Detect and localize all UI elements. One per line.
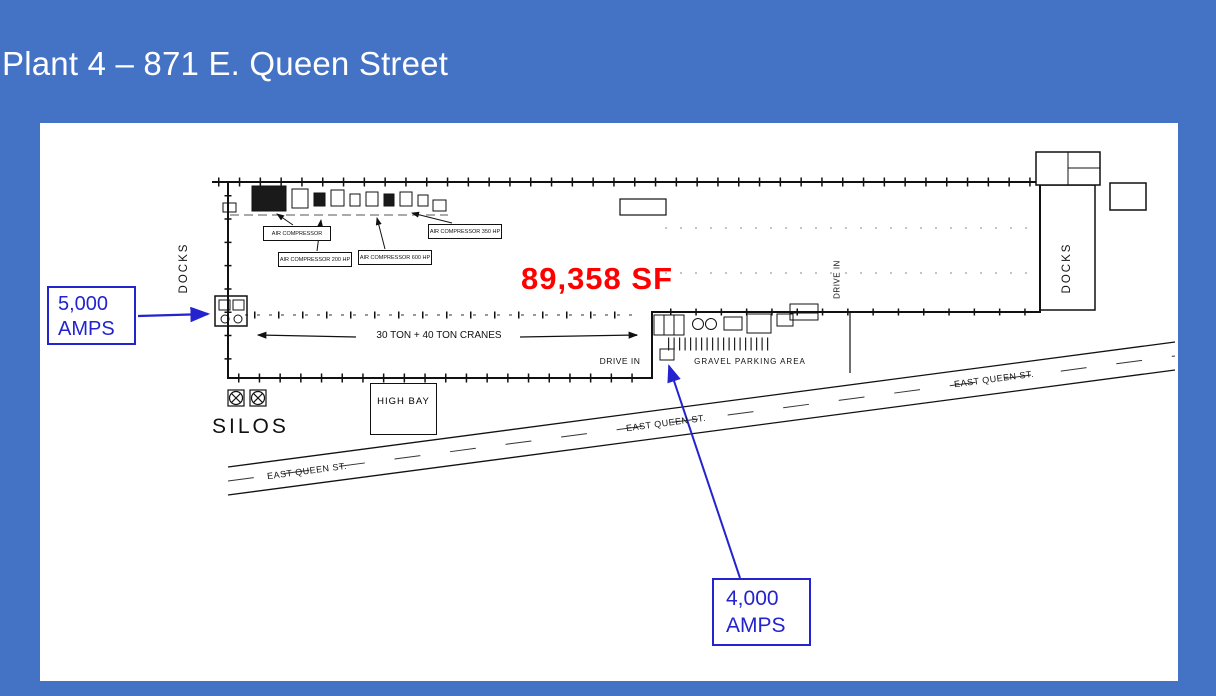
road-upper-line [227,341,1176,468]
compressor-arrows [276,211,453,252]
building-area-label: 89,358 SF [520,261,674,296]
docks-right-label: DOCKS [1061,242,1073,294]
air-compressor-label-2: AIR COMPRESSOR 200 HP [278,252,352,267]
road-lower-line [227,369,1176,496]
air-compressor-label-3: AIR COMPRESSOR 600 HP [358,250,432,265]
slide-canvas: 89,358 SF DOCKS DOCKS 30 TON + 40 TON CR… [40,123,1178,681]
south-equipment-cluster [653,303,819,361]
high-bay-box: HIGH BAY [370,383,437,435]
far-right-outbuilding [1109,182,1147,211]
high-bay-label: HIGH BAY [377,396,430,407]
docks-left-label: DOCKS [178,242,190,294]
silos-label: SILOS [212,415,289,438]
gravel-parking-label: GRAVEL PARKING AREA [694,357,806,366]
crane-arrow-right [519,331,639,339]
air-compressor-label-1: AIR COMPRESSOR [263,226,331,241]
callout-4000-amps-value: 4,000 [726,587,779,610]
amps-4000-arrow [667,364,741,579]
building-outline [212,181,1041,379]
callout-5000-amps: 5,000 AMPS [47,286,136,345]
callout-4000-amps: 4,000 AMPS [712,578,811,646]
top-wall-equipment [222,185,667,216]
floorplan-drawing [137,151,1176,579]
callout-5000-amps-unit: AMPS [58,318,115,340]
drive-in-side-label: DRIVE IN [832,260,842,299]
callout-4000-amps-unit: AMPS [726,614,786,637]
road-center-dashes [227,355,1176,482]
slide-title: Plant 4 – 871 E. Queen Street [2,45,449,82]
callout-5000-amps-value: 5,000 [58,293,109,315]
amps-5000-arrow [137,306,211,323]
cranes-note-label: 30 TON + 40 TON CRANES [376,330,502,341]
left-service-entrance [214,295,248,327]
drive-in-door-label: DRIVE IN [599,356,641,366]
air-compressor-label-4: AIR COMPRESSOR 350 HP [428,224,502,239]
crane-arrow-left [256,331,357,339]
silo-symbols [227,389,267,407]
